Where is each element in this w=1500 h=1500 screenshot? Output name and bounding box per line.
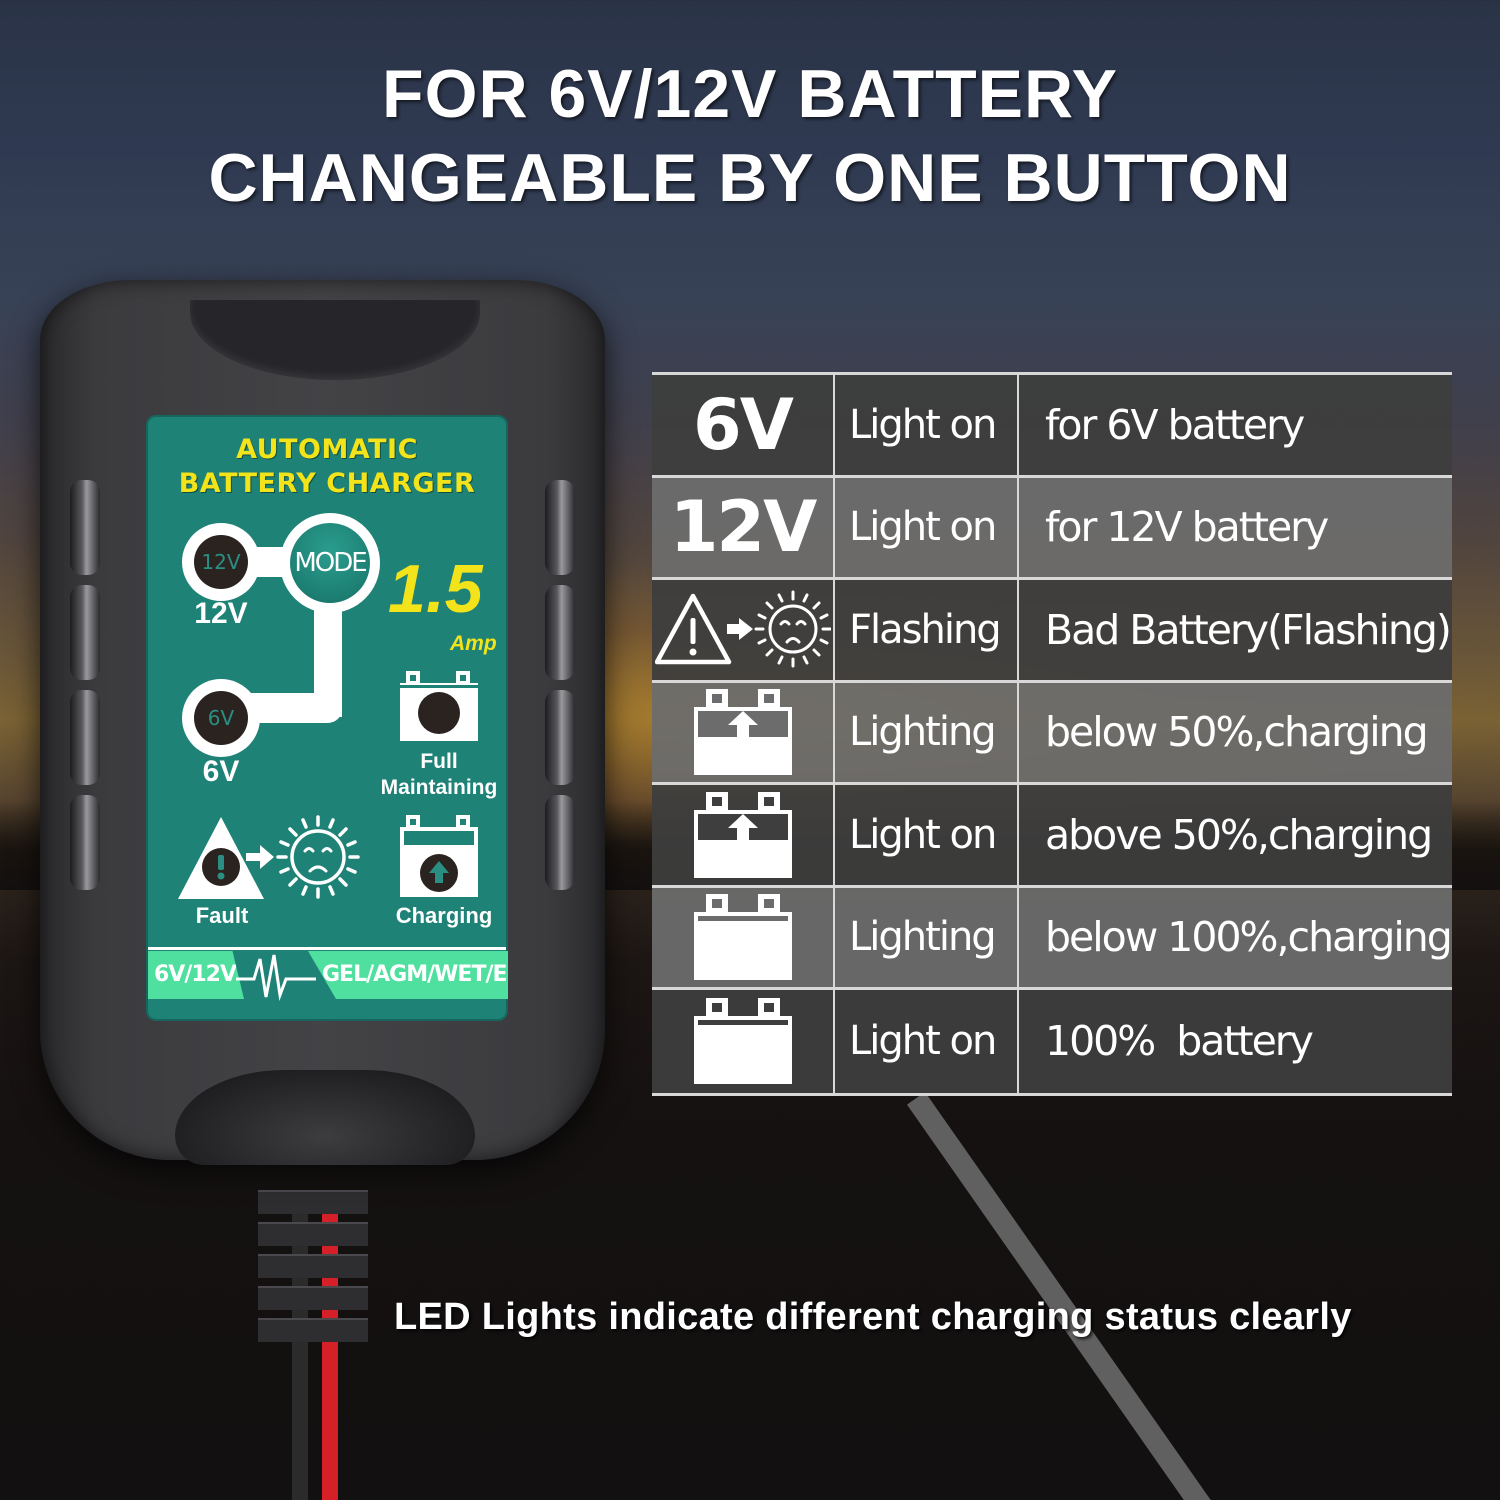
row-state: Light on	[835, 990, 1019, 1093]
side-grip-left	[70, 585, 100, 680]
row-icon-cell: 12V	[652, 477, 835, 577]
arrow-right-icon	[246, 845, 274, 869]
row-description: below 100%,charging	[1045, 913, 1453, 962]
side-grip-right	[545, 795, 575, 890]
side-grip-left	[70, 690, 100, 785]
table-row: Light on above 50%,charging	[652, 785, 1452, 888]
label-full-maintaining: Full Maintaining	[374, 749, 504, 801]
table-row: Lighting below 50%,charging	[652, 682, 1452, 785]
table-row: Light on 100% battery	[652, 990, 1452, 1093]
voltage-12v-icon: 12V	[669, 486, 818, 569]
footer-voltage-badge: 6V/12V	[148, 951, 244, 999]
led-12v-indicator: 12V	[194, 535, 248, 589]
amp-unit: Amp	[450, 632, 497, 655]
battery-charging-led-icon	[400, 815, 478, 897]
panel-title-line-2: BATTERY CHARGER	[178, 468, 476, 499]
row-icon-cell	[652, 785, 835, 885]
row-icon-cell	[652, 990, 835, 1093]
side-grip-left	[70, 480, 100, 575]
charger-control-panel: AUTOMATIC BATTERY CHARGER 12V 12V MODE 1…	[146, 415, 508, 1021]
table-row: Flashing Bad Battery(Flashing)	[652, 580, 1452, 683]
panel-title: AUTOMATIC BATTERY CHARGER	[148, 433, 506, 501]
side-grip-right	[545, 480, 575, 575]
row-state: Light on	[835, 477, 1019, 577]
amp-rating: 1.5	[388, 551, 483, 627]
row-icon-cell	[652, 682, 835, 782]
side-grip-left	[70, 795, 100, 890]
row-description: above 50%,charging	[1045, 810, 1433, 859]
side-grip-right	[545, 690, 575, 785]
table-row: 12V Light on for 12V battery	[652, 477, 1452, 580]
panel-footer: 6V/12V GEL/AGM/WET/EFB	[148, 947, 508, 1005]
pulse-line-icon	[236, 954, 316, 1001]
caption: LED Lights indicate different charging s…	[394, 1296, 1352, 1338]
row-description: 100% battery	[1045, 1017, 1314, 1066]
label-12v: 12V	[194, 597, 248, 630]
row-description: for 6V battery	[1045, 400, 1305, 449]
cable-strain-relief	[258, 1190, 368, 1342]
row-state: Flashing	[835, 580, 1019, 680]
row-description: Bad Battery(Flashing)	[1045, 605, 1452, 654]
mode-button-face[interactable]: MODE	[290, 523, 370, 603]
charger-bottom-recess	[175, 1070, 475, 1165]
side-grip-right	[545, 585, 575, 680]
headline-line-2: CHANGEABLE BY ONE BUTTON	[208, 140, 1292, 216]
row-description: below 50%,charging	[1045, 708, 1429, 757]
row-icon-cell	[652, 580, 835, 680]
row-state: Light on	[835, 375, 1019, 475]
led-6v-indicator: 6V	[194, 691, 248, 745]
led-12v: 12V	[182, 523, 260, 601]
charger-top-recess	[190, 300, 480, 380]
sad-sun-icon	[276, 815, 360, 899]
led-6v: 6V	[182, 679, 260, 757]
row-state: Lighting	[835, 887, 1019, 987]
table-row: 6V Light on for 6V battery	[652, 375, 1452, 478]
row-description: for 12V battery	[1045, 503, 1329, 552]
row-state: Lighting	[835, 682, 1019, 782]
label-full-line-2: Maintaining	[380, 776, 498, 799]
battery-full-icon	[693, 998, 792, 1085]
fault-warning-icon	[178, 817, 264, 899]
voltage-6v-icon: 6V	[693, 383, 794, 466]
label-6v: 6V	[202, 755, 240, 788]
headline-line-1: FOR 6V/12V BATTERY	[382, 56, 1118, 132]
led-status-table: 6V Light on for 6V battery 12V Light on …	[652, 372, 1453, 1096]
footer-battery-types-badge: GEL/AGM/WET/EFB	[308, 951, 508, 999]
label-fault: Fault	[195, 903, 249, 928]
row-icon-cell	[652, 887, 835, 987]
label-full-line-1: Full	[420, 750, 458, 773]
fault-to-sad-sun-icon	[654, 590, 831, 668]
row-icon-cell: 6V	[652, 375, 835, 475]
battery-charging-half-icon	[693, 791, 792, 878]
table-row: Lighting below 100%,charging	[652, 887, 1453, 990]
headline: FOR 6V/12V BATTERY CHANGEABLE BY ONE BUT…	[0, 52, 1500, 220]
battery-full-icon	[693, 894, 792, 981]
panel-title-line-1: AUTOMATIC	[236, 434, 418, 465]
battery-charging-half-icon	[693, 689, 792, 776]
label-charging: Charging	[395, 903, 493, 928]
mode-button[interactable]: MODE	[280, 513, 380, 613]
battery-full-led-icon	[400, 671, 478, 741]
row-state: Light on	[835, 785, 1019, 885]
